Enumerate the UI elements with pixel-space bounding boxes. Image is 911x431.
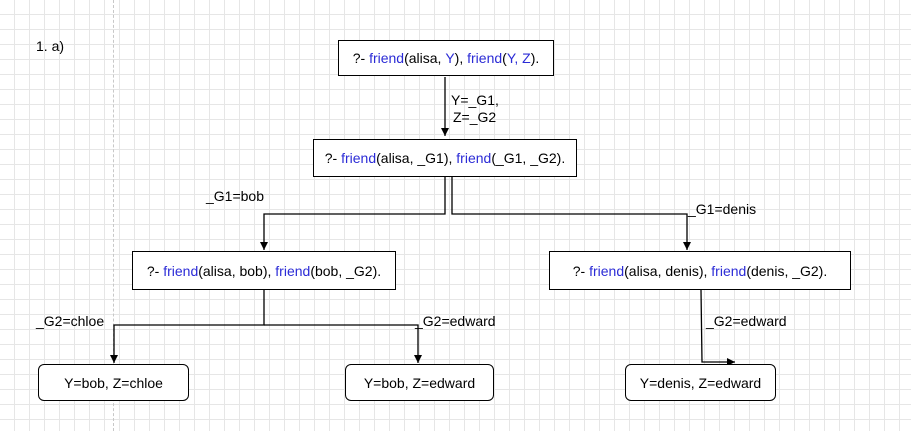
level1-predicate-2: friend — [456, 150, 492, 166]
denis-args-2: (denis, _G2). — [746, 262, 828, 279]
level1-prefix: ?- — [324, 150, 342, 166]
denis-predicate-1: friend — [589, 262, 625, 279]
level1-predicate-1: friend — [341, 150, 377, 166]
bob-args-1: (alisa, bob), — [198, 262, 276, 279]
edge-bob-to-edward — [264, 324, 422, 363]
bob-predicate-1: friend — [163, 262, 199, 279]
result-edward-bob[interactable]: Y=bob, Z=edward — [345, 364, 494, 401]
denis-prefix: ?- — [572, 262, 590, 279]
bob-prefix: ?- — [146, 262, 164, 279]
edge-label-g2-edward-bob: _G2=edward — [415, 313, 496, 329]
denis-predicate-2: friend — [711, 262, 747, 279]
denis-args-1: (alisa, denis), — [624, 262, 712, 279]
root-args-2: ( — [502, 50, 507, 66]
result-chloe[interactable]: Y=bob, Z=chloe — [38, 364, 189, 401]
edge-label-z-g2: Z=_G2 — [453, 109, 497, 125]
task-label: 1. a) — [36, 38, 65, 54]
level1-args-2: (_G1, _G2). — [491, 150, 566, 166]
edge-label-g1-denis: _G1=denis — [688, 201, 757, 217]
root-close-1: ), — [454, 50, 468, 66]
bob-args-2: (bob, _G2). — [310, 262, 382, 279]
bob-predicate-2: friend — [275, 262, 311, 279]
edge-level1-to-denis — [451, 177, 691, 250]
edge-denis-to-edward — [700, 289, 735, 366]
edge-label-g2-edward-denis: _G2=edward — [706, 313, 787, 329]
node-root-query[interactable]: ?- friend(alisa, Y), friend(Y, Z). — [338, 40, 554, 76]
root-predicate-1: friend — [369, 50, 405, 66]
node-denis-query[interactable]: ?- friend(alisa, denis), friend(denis, _… — [549, 251, 851, 290]
edge-level1-to-bob — [260, 177, 446, 250]
node-level1-query[interactable]: ?- friend(alisa, _G1), friend(_G1, _G2). — [313, 139, 577, 177]
edge-bob-to-chloe — [110, 290, 265, 363]
root-args-1: (alisa, — [404, 50, 446, 66]
edge-label-g1-bob: _G1=bob — [206, 188, 264, 204]
edge-label-y-g1: Y=_G1, — [451, 92, 499, 108]
edge-label-g2-chloe: _G2=chloe — [36, 313, 105, 329]
root-var-1: Y — [445, 50, 455, 66]
node-bob-query[interactable]: ?- friend(alisa, bob), friend(bob, _G2). — [132, 251, 396, 290]
root-prefix: ?- — [352, 50, 370, 66]
root-var-2: Y, Z — [506, 50, 531, 66]
level1-args-1: (alisa, _G1), — [376, 150, 457, 166]
page-guide-line — [113, 0, 114, 431]
root-predicate-2: friend — [467, 50, 503, 66]
result-edward-denis[interactable]: Y=denis, Z=edward — [625, 364, 776, 401]
root-close-2: ). — [530, 50, 540, 66]
